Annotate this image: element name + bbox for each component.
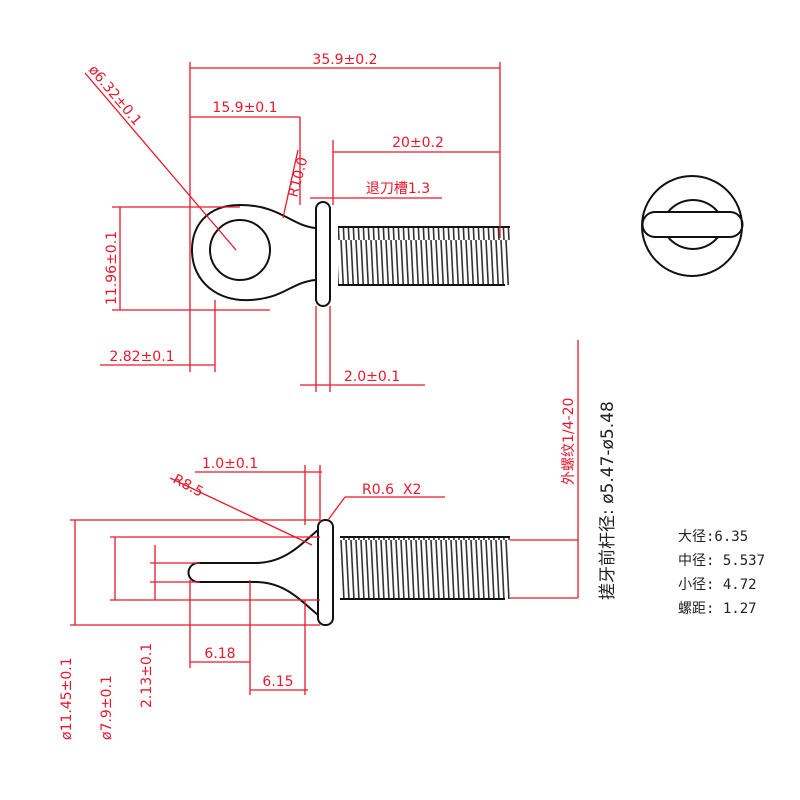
- eye-head-outline: [190, 203, 316, 302]
- head-height-label: 11.96±0.1: [104, 231, 120, 305]
- spec-major-diameter: 大径:6.35: [678, 529, 748, 545]
- end-view-inner: [667, 199, 719, 250]
- end-view: [641, 175, 744, 277]
- flange-width-label: 2.0±0.1: [344, 369, 400, 385]
- hole-diameter-label: ø6.32±0.1: [85, 62, 145, 129]
- fillet-label: R0.6 X2: [362, 482, 421, 498]
- bottom-thread: [340, 537, 510, 599]
- slot-width-label: 2.13±0.1: [139, 643, 155, 708]
- spec-pitch-diameter: 中径: 5.537: [678, 553, 765, 569]
- blank-diameter-label: 搓牙前杆径: ø5.47-ø5.48: [598, 401, 618, 600]
- bottom-view-part: [187, 519, 510, 626]
- head-length-label: 15.9±0.1: [212, 100, 277, 116]
- flange-diameter-label: ø11.45±0.1: [59, 657, 75, 740]
- bottom-view-dimensions: 1.0±0.1 R8.5 R0.6 X2 ø11.45±0.1 ø7.9±0.1…: [59, 340, 618, 740]
- flange-thickness-label: 1.0±0.1: [202, 456, 258, 472]
- top-flange: [315, 201, 331, 307]
- top-thread: [338, 227, 510, 285]
- dim-a-label: 6.18: [204, 646, 235, 662]
- end-view-outer: [641, 175, 743, 277]
- spec-pitch: 螺距: 1.27: [678, 601, 757, 617]
- offset-label: 2.82±0.1: [109, 349, 174, 365]
- dim-b-label: 6.15: [262, 674, 293, 690]
- radius-label: R10.0: [285, 155, 311, 199]
- bottom-flange: [317, 519, 334, 626]
- relief-groove-label: 退刀槽1.3: [366, 181, 430, 197]
- top-view-part: [190, 201, 510, 307]
- fork-radius-label: R8.5: [170, 471, 206, 500]
- spec-minor-diameter: 小径: 4.72: [678, 577, 757, 593]
- fork-diameter-label: ø7.9±0.1: [99, 675, 115, 740]
- top-view-dimensions: 35.9±0.2 15.9±0.1 20±0.2 退刀槽1.3 ø6.32±0.…: [84, 52, 501, 392]
- eye-hole: [209, 219, 271, 281]
- fork-outline: [187, 529, 319, 616]
- thread-specs: 大径:6.35 中径: 5.537 小径: 4.72 螺距: 1.27: [678, 529, 765, 617]
- thread-length-label: 20±0.2: [392, 135, 444, 151]
- thread-spec-label: 外螺纹1/4-20: [561, 398, 577, 485]
- overall-length-label: 35.9±0.2: [312, 52, 377, 68]
- end-view-slot: [641, 211, 744, 238]
